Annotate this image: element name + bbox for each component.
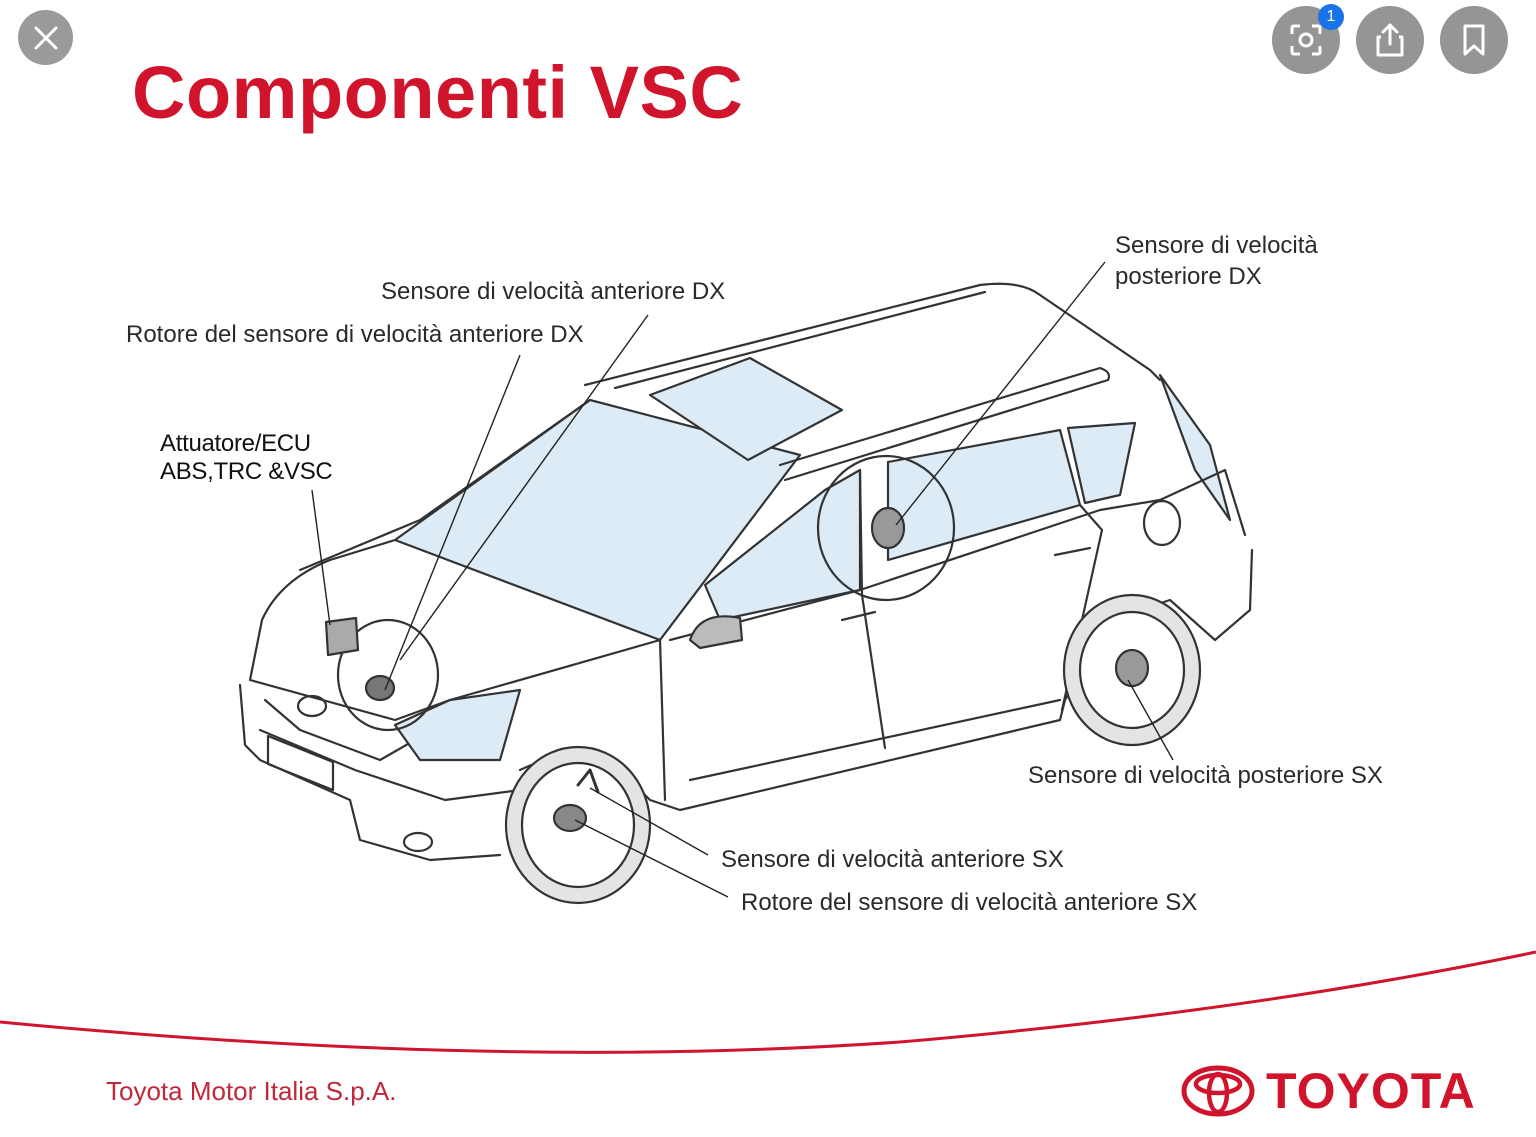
front-right-hub-outline bbox=[336, 618, 440, 732]
leader-actuator bbox=[311, 489, 331, 626]
side-sill bbox=[688, 698, 1062, 782]
share-icon bbox=[1376, 23, 1404, 57]
label-front-left-sensor: Sensore di velocità anteriore SX bbox=[721, 846, 1064, 873]
label-actuator-line2: ABS,TRC &VSC bbox=[160, 458, 333, 485]
fuel-cap bbox=[1142, 499, 1182, 547]
toyota-emblem bbox=[296, 694, 328, 718]
grille bbox=[263, 698, 417, 762]
roof-outline bbox=[583, 282, 1162, 387]
rear-right-hub-outline bbox=[816, 454, 956, 602]
middle-side-window bbox=[886, 428, 1082, 562]
abs-actuator-part bbox=[324, 616, 360, 657]
close-icon bbox=[34, 26, 57, 49]
footer-company: Toyota Motor Italia S.p.A. bbox=[106, 1076, 397, 1106]
toyota-logo: TOYOTA bbox=[1180, 1062, 1476, 1120]
hood-crease bbox=[298, 398, 592, 572]
slide-title: Componenti VSC bbox=[132, 51, 744, 134]
toyota-wordmark: TOYOTA bbox=[1266, 1063, 1476, 1119]
leader-front-right-rotor bbox=[384, 354, 521, 691]
front-left-sensor-part bbox=[576, 768, 600, 794]
footer-swoosh bbox=[0, 950, 1536, 1054]
label-front-right-rotor: Rotore del sensore di velocità anteriore… bbox=[126, 321, 584, 348]
rear-door-handle bbox=[1053, 546, 1092, 557]
fog-light bbox=[402, 831, 434, 853]
leader-front-left-sensor bbox=[589, 787, 709, 856]
leader-front-right-sensor bbox=[399, 314, 649, 661]
front-right-rotor-part bbox=[364, 674, 396, 702]
close-button[interactable] bbox=[18, 10, 73, 65]
front-door-line bbox=[658, 638, 667, 802]
front-grille-area bbox=[238, 683, 502, 862]
label-rear-left-sensor: Sensore di velocità posteriore SX bbox=[1028, 762, 1383, 789]
headlight bbox=[393, 688, 522, 762]
front-left-rotor-part bbox=[552, 803, 588, 833]
leader-front-left-rotor bbox=[574, 819, 729, 898]
label-actuator-line1: Attuatore/ECU bbox=[160, 430, 311, 457]
share-button[interactable] bbox=[1356, 6, 1424, 74]
toyota-emblem-icon bbox=[1181, 1065, 1255, 1117]
leader-rear-right-sensor bbox=[895, 261, 1106, 526]
mirror bbox=[688, 615, 744, 650]
sunroof bbox=[648, 356, 844, 462]
label-rear-right-sensor-line1: Sensore di velocità bbox=[1115, 232, 1318, 259]
bookmark-icon bbox=[1463, 24, 1485, 56]
notification-badge: 1 bbox=[1318, 4, 1344, 30]
front-door-handle bbox=[840, 610, 877, 622]
lens-scan-icon bbox=[1290, 24, 1322, 56]
license-plate bbox=[266, 734, 335, 792]
body-belt-line bbox=[668, 468, 1247, 642]
rear-right-sensor-part bbox=[870, 506, 906, 550]
rear-left-sensor-part bbox=[1114, 648, 1150, 688]
label-front-left-rotor: Rotore del sensore di velocità anteriore… bbox=[741, 889, 1198, 916]
rear-glass bbox=[1158, 373, 1232, 522]
rear-side-window bbox=[1066, 421, 1137, 505]
label-front-right-sensor: Sensore di velocità anteriore DX bbox=[381, 278, 726, 305]
bumper-lower bbox=[258, 728, 522, 802]
leader-rear-left-sensor bbox=[1127, 679, 1174, 761]
label-rear-right-sensor-line2: posteriore DX bbox=[1115, 263, 1262, 290]
bookmark-button[interactable] bbox=[1440, 6, 1508, 74]
roof-rail bbox=[613, 290, 1111, 482]
